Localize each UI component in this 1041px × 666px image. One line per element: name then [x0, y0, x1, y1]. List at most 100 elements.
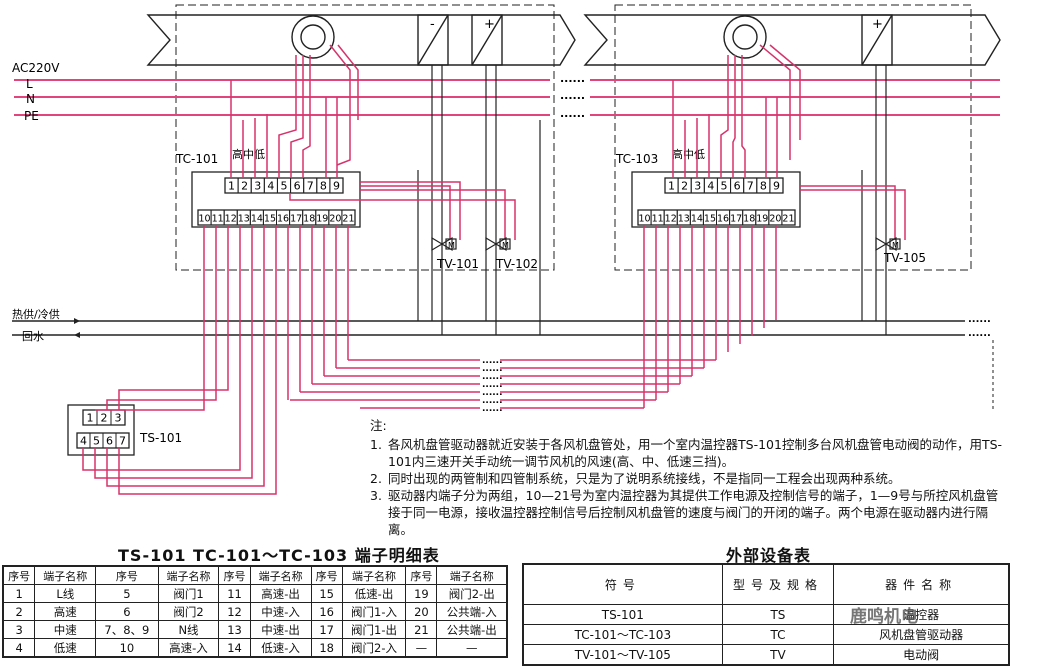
terminal-cell-0-9: 阀门2-出 — [436, 584, 508, 603]
tv102-m: M — [502, 241, 509, 250]
terminal-cell-2-9: 公共端-出 — [436, 620, 508, 639]
terminal-table-header: 序号端子名称序号端子名称序号端子名称序号端子名称序号端子名称 — [2, 565, 508, 585]
tv101-label: TV-101 — [436, 257, 479, 271]
tc103-bot-11: 11 — [652, 214, 664, 225]
equipment-cell-2-2: 电动阀 — [833, 644, 1010, 666]
ts-top-2: 2 — [101, 412, 108, 425]
terminal-cell-0-4: 11 — [218, 584, 251, 603]
ts-bot-cell-7 — [115, 432, 130, 449]
tc101-top-2: 2 — [241, 180, 248, 193]
terminal-cell-1-0: 2 — [2, 602, 36, 621]
terminal-cell-3-9: — — [436, 638, 508, 658]
tc103-bot-17: 17 — [730, 214, 742, 225]
tc103-top-2: 2 — [681, 180, 688, 193]
terminal-cell-0-2: 5 — [95, 584, 159, 603]
tc103-bot-19: 19 — [756, 214, 768, 225]
terminal-cell-2-2: 7、8、9 — [95, 620, 159, 639]
tc101-bot-11: 11 — [212, 214, 224, 225]
ts-top-1: 1 — [87, 412, 94, 425]
terminal-cell-2-4: 13 — [218, 620, 251, 639]
tc101-bot-15: 15 — [264, 214, 276, 225]
ts-bot-7: 7 — [119, 435, 126, 448]
mid-dots-2: ...... — [482, 372, 503, 382]
terminal-table-title: TS-101 TC-101～TC-103 端子明细表 — [118, 546, 440, 565]
terminal-header-8: 序号 — [405, 565, 438, 585]
terminal-cell-2-7: 阀门1-出 — [341, 620, 407, 639]
equipment-cell-1-1: TC — [721, 624, 835, 645]
tc103-top-9: 9 — [773, 180, 780, 193]
note-3: 3. 驱动器内端子分为两组，10—21号为室内温控器为其提供工作电源及控制信号的… — [370, 488, 999, 537]
equipment-cell-2-1: TV — [721, 644, 835, 666]
ts-bot-6: 6 — [106, 435, 113, 448]
tc101-bot-14: 14 — [251, 214, 263, 225]
tc101-bot-10: 10 — [198, 214, 210, 225]
terminal-cell-0-8: 19 — [405, 584, 438, 603]
terminal-cell-0-5: 高速-出 — [249, 584, 312, 603]
pipe-drops — [417, 65, 887, 335]
terminal-header-9: 端子名称 — [436, 565, 508, 585]
equipment-header-1: 型号及规格 — [721, 563, 835, 605]
fan-coil-2 — [583, 4, 1001, 271]
tc101-top-9: 9 — [333, 180, 340, 193]
terminal-cell-0-1: L线 — [34, 584, 97, 603]
terminal-cell-3-4: 14 — [218, 638, 251, 658]
terminal-cell-3-1: 低速 — [34, 638, 97, 658]
control-wires — [82, 44, 906, 495]
equipment-cell-0-0: TS-101 — [522, 604, 723, 625]
tc103-bot-12: 12 — [665, 214, 677, 225]
tc103-top-5: 5 — [721, 180, 728, 193]
mid-dots-1: ...... — [482, 364, 503, 374]
tc103-top-1: 1 — [668, 180, 675, 193]
tc101-bot-19: 19 — [316, 214, 328, 225]
notes-title: 注: — [370, 418, 387, 433]
tc103-bot-18: 18 — [743, 214, 755, 225]
equipment-header-0: 符号 — [522, 563, 723, 605]
continuation-dots: ........................................… — [482, 356, 503, 414]
mid-dots-4: ...... — [482, 388, 503, 398]
note-2: 2. 同时出现的两管制和四管制系统，只是为了说明系统接线，不是指同一工程会出现两… — [370, 471, 901, 486]
tc103-bot-cell-21 — [781, 209, 796, 226]
terminal-header-2: 序号 — [95, 565, 159, 585]
tc103-bot-14: 14 — [691, 214, 703, 225]
terminal-cell-0-6: 15 — [310, 584, 343, 603]
terminal-cell-1-1: 高速 — [34, 602, 97, 621]
terminal-cell-0-7: 低速-出 — [341, 584, 407, 603]
terminal-cell-2-8: 21 — [405, 620, 438, 639]
tc103-bot-16: 16 — [717, 214, 729, 225]
tc103-speed-label: 高中低 — [672, 147, 705, 161]
water-pipes — [12, 320, 965, 336]
terminal-cell-3-7: 阀门2-入 — [341, 638, 407, 658]
tc101-top-7: 7 — [307, 180, 314, 193]
tc103-bot-20: 20 — [769, 214, 781, 225]
tc101-bot-20: 20 — [329, 214, 341, 225]
terminal-cell-1-6: 16 — [310, 602, 343, 621]
terminal-cell-1-2: 6 — [95, 602, 159, 621]
equipment-header-2: 器件名称 — [833, 563, 1010, 605]
tc101-top-3: 3 — [254, 180, 261, 193]
fan-coil-1 — [146, 4, 576, 271]
tc103-top-6: 6 — [734, 180, 741, 193]
tc101-top-8: 8 — [320, 180, 327, 193]
terminal-cell-1-9: 公共端-入 — [436, 602, 508, 621]
tc103-top-4: 4 — [707, 180, 714, 193]
coil1-minus: - — [430, 17, 435, 32]
terminal-header-0: 序号 — [2, 565, 36, 585]
tc101-bot-17: 17 — [290, 214, 302, 225]
terminal-cell-3-6: 18 — [310, 638, 343, 658]
tc101-bot-12: 12 — [225, 214, 237, 225]
terminal-cell-2-3: N线 — [157, 620, 220, 639]
terminal-cell-1-8: 20 — [405, 602, 438, 621]
terminal-cell-3-5: 低速-入 — [249, 638, 312, 658]
wiring-diagram: - + + AC220V L N PE ...... ...... ......… — [12, 4, 1001, 495]
watermark: 鹿鸣机电 — [850, 607, 918, 627]
equipment-cell-1-0: TC-101～TC-103 — [522, 624, 723, 645]
tc101-bot-13: 13 — [238, 214, 250, 225]
